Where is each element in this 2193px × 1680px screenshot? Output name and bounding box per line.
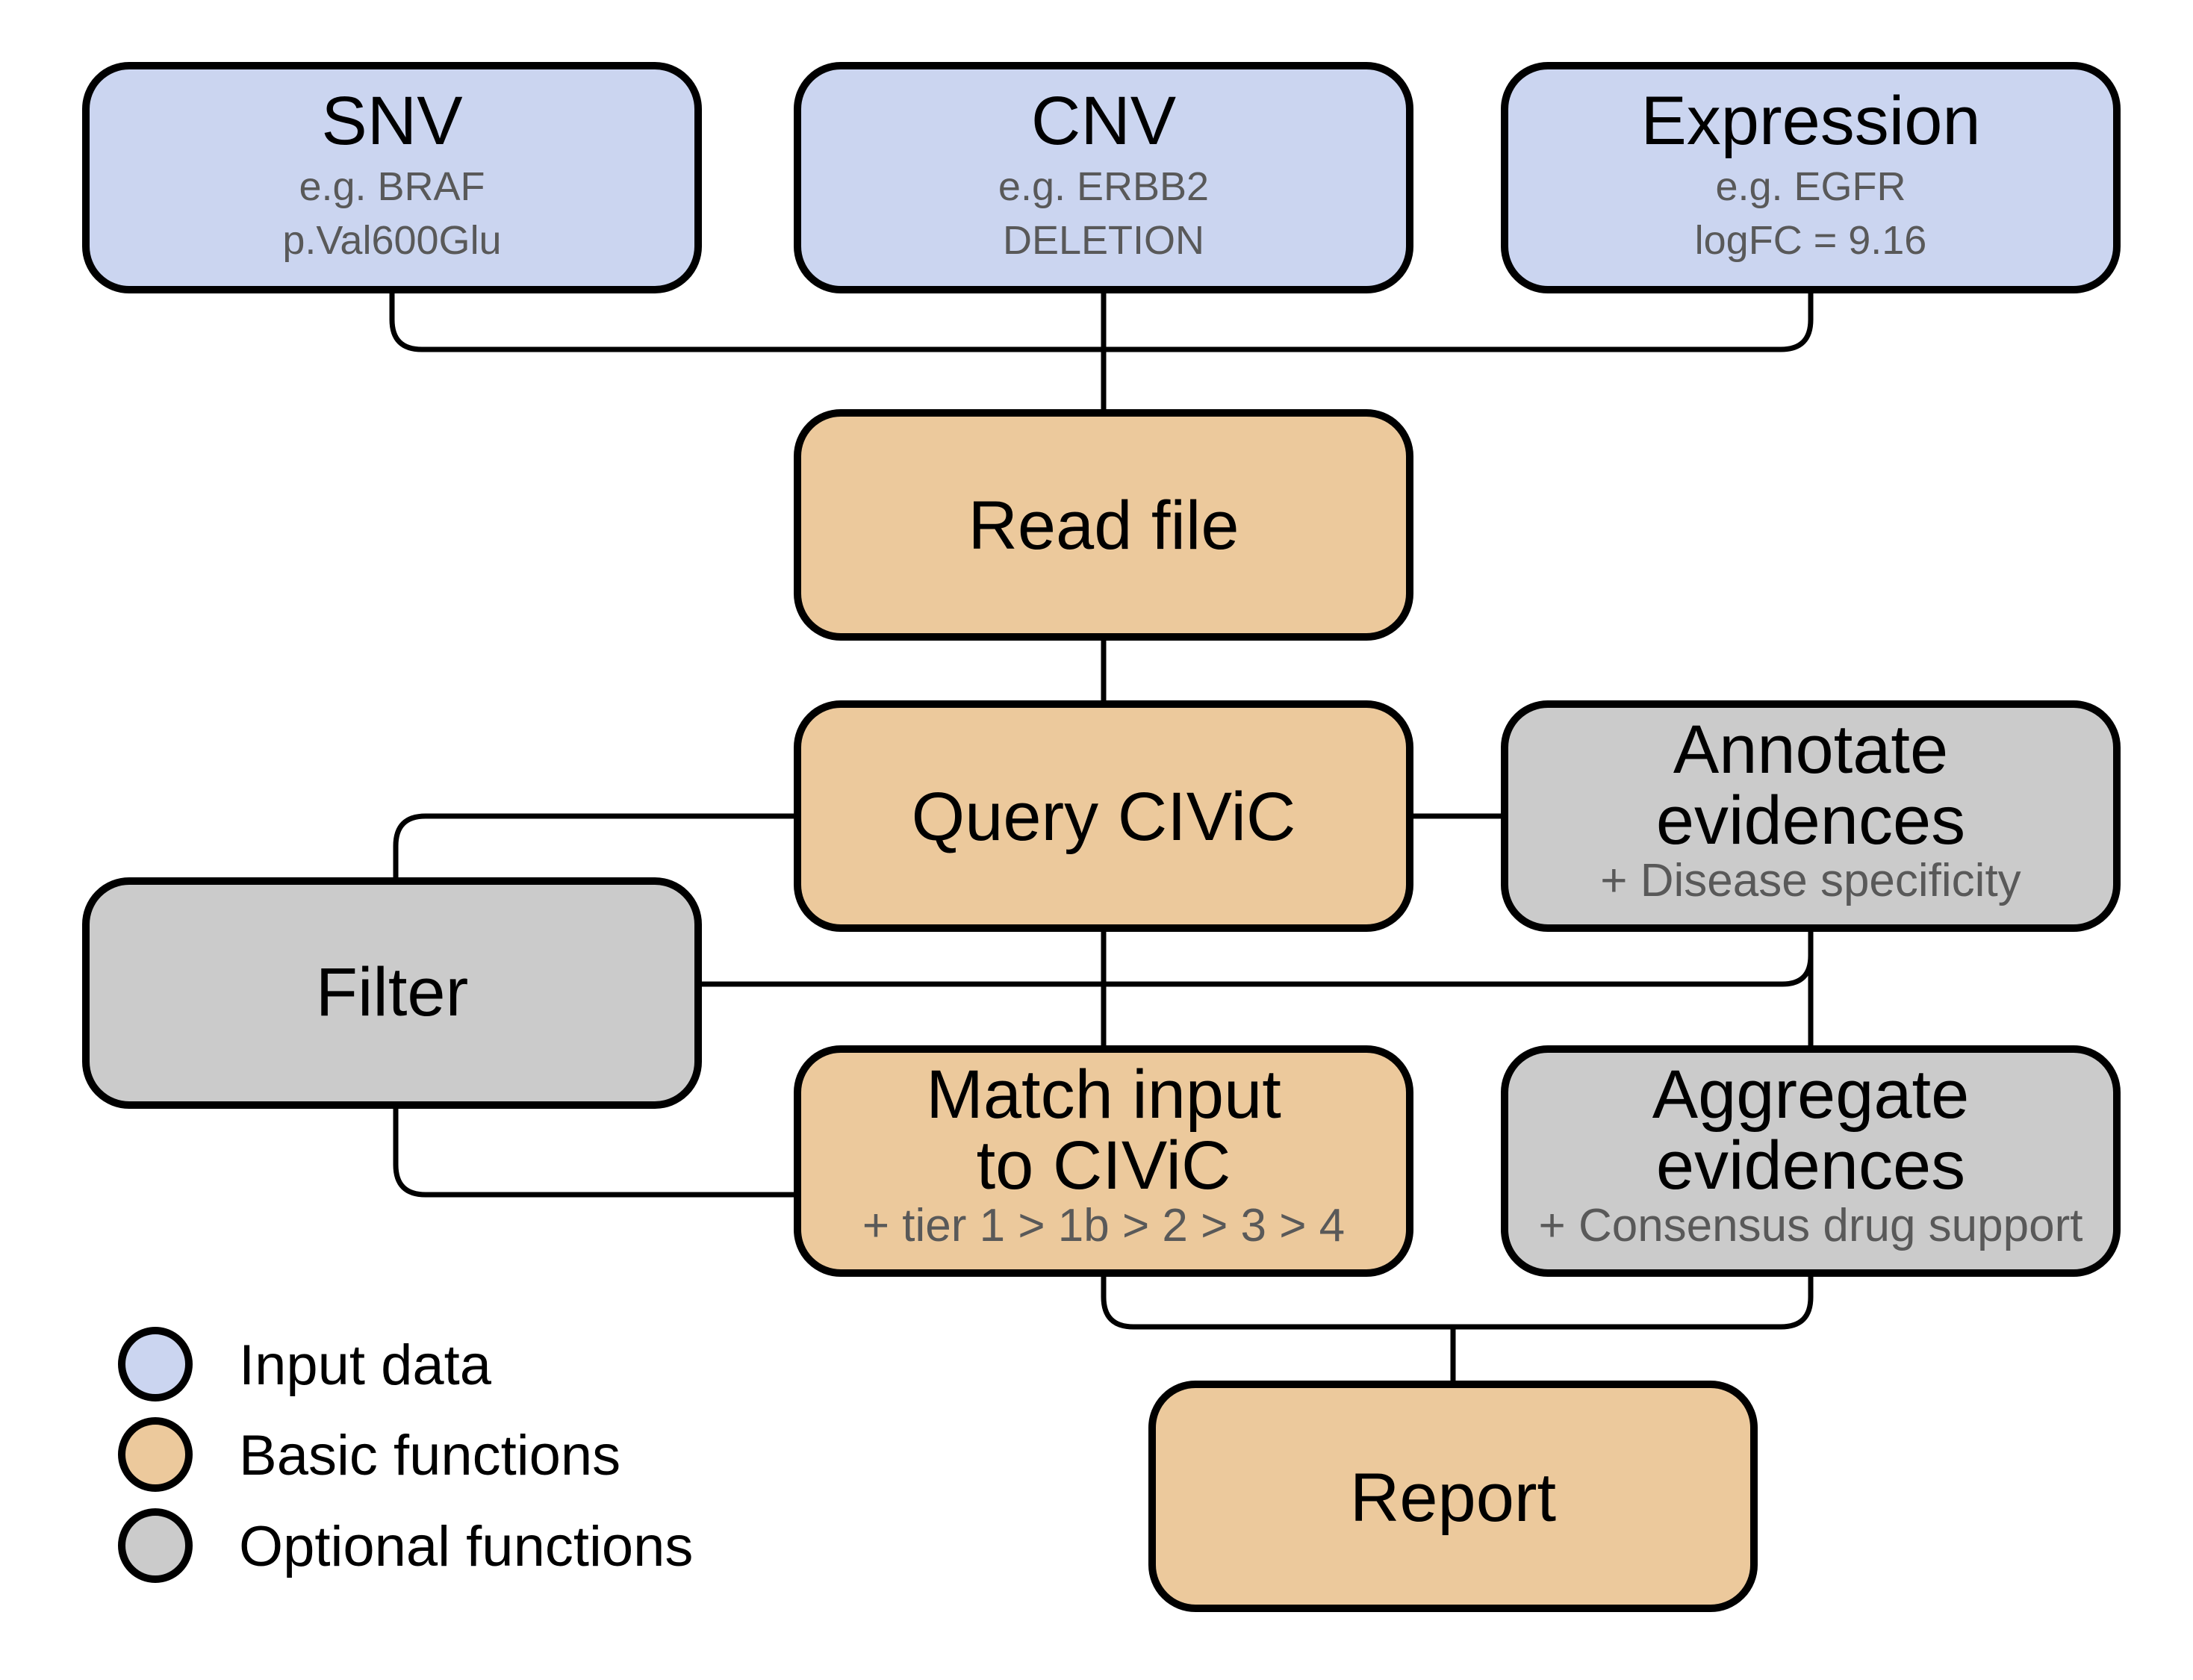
node-cnv: CNV e.g. ERBB2 DELETION [794,62,1413,293]
aggregate-subtitle: + Consensus drug support [1539,1200,2083,1251]
filter-title: Filter [316,954,468,1030]
edge-outputs-bus [1101,1273,1814,1330]
filter-box [82,877,702,1109]
aggregate-evidences-box [1501,1045,2121,1277]
node-match-input: Match input to CIViC + tier 1 > 1b > 2 >… [794,1045,1413,1277]
legend-label-optional-functions: Optional functions [239,1515,693,1578]
aggregate-title-line1: Aggregate [1652,1057,1970,1133]
edge-query-to-filter [393,813,797,881]
match-input-box [794,1045,1413,1277]
expression-subtitle-1: e.g. EGFR [1715,164,1906,209]
read-file-title: Read file [968,488,1239,564]
cnv-box [794,62,1413,293]
annotate-evidences-box [1501,700,2121,932]
annotate-title-line2: evidences [1656,783,1965,859]
match-subtitle: + tier 1 > 1b > 2 > 3 > 4 [862,1200,1345,1251]
annotate-title-line1: Annotate [1673,712,1948,788]
node-expression: Expression e.g. EGFR logFC = 9.16 [1501,62,2121,293]
node-filter: Filter [82,877,702,1109]
edges [389,290,1814,1384]
cnv-title: CNV [1031,83,1176,159]
node-query-civic: Query CIViC [794,700,1413,932]
cnv-subtitle-2: DELETION [1003,218,1204,263]
expression-subtitle-2: logFC = 9.16 [1695,218,1927,263]
legend: Input data Basic functions Optional func… [118,1327,693,1583]
aggregate-title-line2: evidences [1656,1127,1965,1204]
query-civic-box [794,700,1413,932]
edge-filter-to-match [393,1105,797,1198]
match-title-line2: to CIViC [977,1127,1231,1204]
annotate-subtitle: + Disease specificity [1600,855,2021,906]
report-title: Report [1350,1460,1556,1536]
snv-subtitle-1: e.g. BRAF [299,164,485,209]
node-aggregate-evidences: Aggregate evidences + Consensus drug sup… [1501,1045,2121,1277]
node-read-file: Read file [794,409,1413,641]
read-file-box [794,409,1413,641]
snv-box [82,62,702,293]
snv-subtitle-2: p.Val600Glu [282,218,501,263]
legend-item-input-data: Input data [118,1327,492,1401]
node-annotate-evidences: Annotate evidences + Disease specificity [1501,700,2121,932]
snv-title: SNV [321,83,462,159]
expression-box [1501,62,2121,293]
legend-label-input-data: Input data [239,1334,492,1397]
legend-label-basic-functions: Basic functions [239,1424,620,1487]
node-snv: SNV e.g. BRAF p.Val600Glu [82,62,702,293]
report-box [1148,1381,1758,1612]
cnv-subtitle-1: e.g. ERBB2 [998,164,1209,209]
node-report: Report [1148,1381,1758,1612]
query-civic-title: Query CIViC [912,779,1296,855]
legend-item-basic-functions: Basic functions [118,1417,620,1492]
legend-item-optional-functions: Optional functions [118,1508,693,1583]
input-data-swatch-icon [118,1327,193,1401]
optional-functions-swatch-icon [118,1508,193,1583]
match-title-line1: Match input [926,1057,1281,1133]
expression-title: Expression [1640,83,1980,159]
edge-filter-to-annotate-line [698,955,1814,987]
basic-functions-swatch-icon [118,1417,193,1492]
